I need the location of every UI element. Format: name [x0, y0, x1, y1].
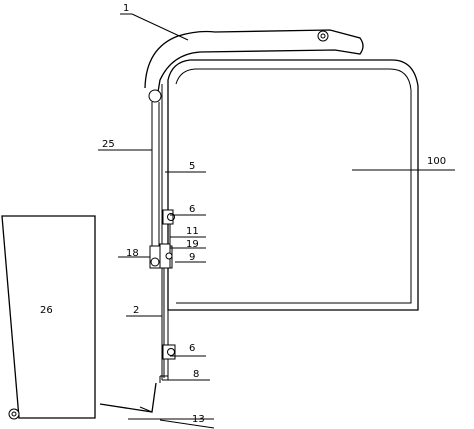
- label-19: 19: [186, 239, 199, 250]
- label-6-bottom: 6: [189, 343, 195, 354]
- label-26: 26: [40, 305, 53, 316]
- label-5: 5: [189, 161, 195, 172]
- box-26: [1, 215, 96, 420]
- label-8: 8: [193, 369, 199, 380]
- brackets: [149, 209, 176, 383]
- label-25: 25: [102, 139, 115, 150]
- frame-100: [167, 59, 419, 311]
- label-100: 100: [427, 156, 446, 167]
- pedal-13: [99, 382, 214, 420]
- label-13: 13: [192, 414, 205, 425]
- vertical-members: [151, 80, 169, 380]
- label-11: 11: [186, 226, 199, 237]
- label-9: 9: [189, 252, 195, 263]
- arm-1: [144, 29, 364, 103]
- label-2: 2: [133, 305, 139, 316]
- leader-lines: [98, 13, 455, 429]
- label-1: 1: [123, 3, 129, 14]
- label-18: 18: [126, 248, 139, 259]
- label-6-top: 6: [189, 204, 195, 215]
